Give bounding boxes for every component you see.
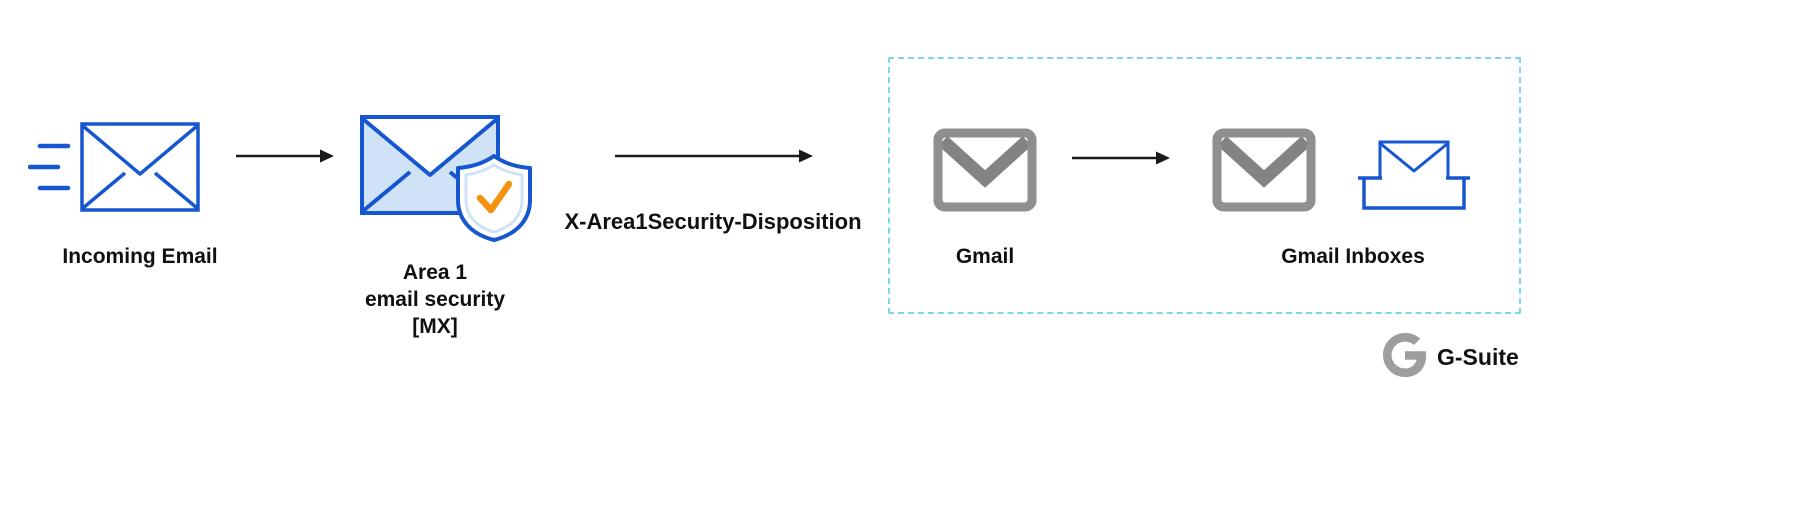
incoming-email-label: Incoming Email bbox=[62, 245, 218, 268]
gmail-inboxes-label: Gmail Inboxes bbox=[1281, 245, 1425, 268]
speed-lines-icon bbox=[28, 138, 72, 196]
gmail-icon bbox=[933, 128, 1037, 212]
disposition-header-label: X-Area1Security-Disposition bbox=[564, 209, 862, 234]
area1-label-line3: [MX] bbox=[412, 315, 458, 338]
area1-shield-check-icon bbox=[452, 152, 536, 244]
inbox-envelope-icon bbox=[1356, 138, 1472, 214]
gmail-label: Gmail bbox=[955, 245, 1015, 268]
google-g-icon bbox=[1382, 332, 1428, 378]
flow-arrow-1 bbox=[236, 146, 336, 166]
area1-label: Area 1 email security [MX] bbox=[335, 259, 535, 340]
gsuite-brand-label: G-Suite bbox=[1437, 344, 1519, 370]
area1-label-line1: Area 1 bbox=[402, 261, 468, 284]
flow-arrow-3 bbox=[1072, 148, 1172, 168]
flow-arrow-2 bbox=[615, 146, 815, 166]
gsuite-boundary-box bbox=[888, 57, 1521, 314]
area1-label-line2: email security bbox=[364, 288, 506, 311]
gmail-inbox-gmail-icon bbox=[1212, 128, 1316, 212]
incoming-email-envelope-icon bbox=[80, 122, 200, 212]
